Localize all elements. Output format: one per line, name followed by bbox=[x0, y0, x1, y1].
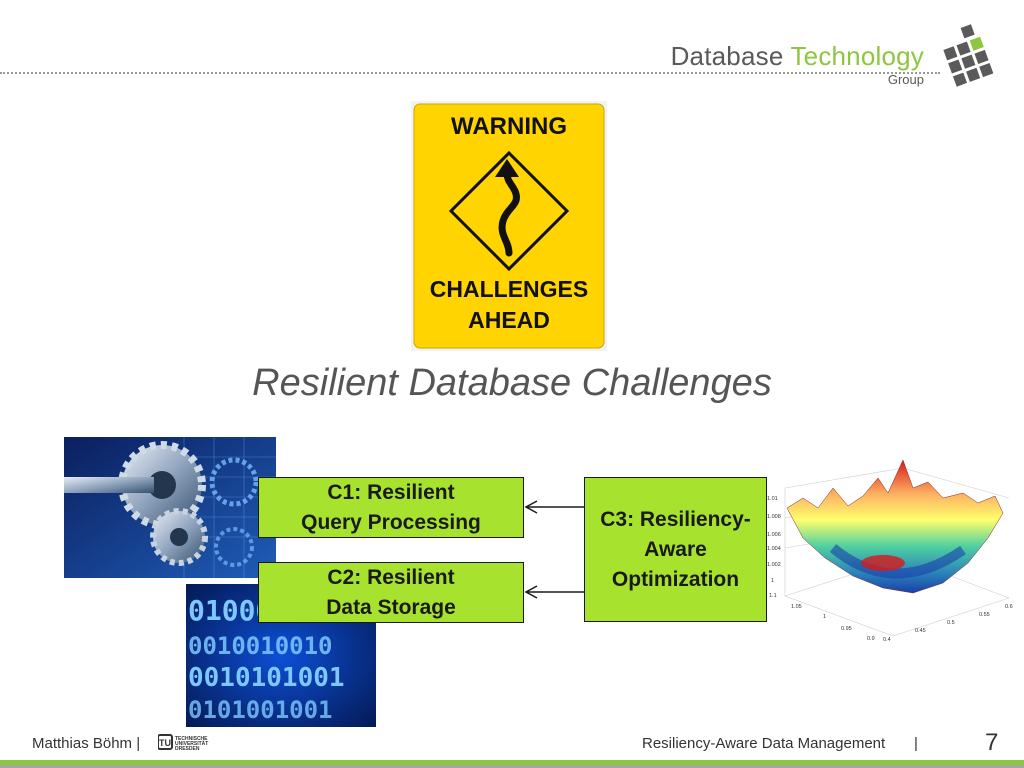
c3-line2: Aware bbox=[644, 537, 707, 561]
z-tick-3: 1.006 bbox=[767, 532, 781, 538]
warning-sign-image: WARNING CHALLENGES AHEAD bbox=[411, 101, 607, 351]
warning-line1-text: CHALLENGES bbox=[430, 276, 588, 302]
challenge-box-c2: C2: Resilient Data Storage bbox=[258, 562, 524, 623]
c3-line3: Optimization bbox=[611, 567, 740, 591]
footer-bar bbox=[0, 760, 1024, 768]
y-tick-2: 0.45 bbox=[915, 628, 926, 634]
c3-line1: C3: Resiliency- bbox=[600, 507, 751, 531]
x-tick-1: 1.05 bbox=[791, 604, 802, 610]
logo-database-word: Database bbox=[670, 41, 784, 71]
z-tick-2: 1.008 bbox=[767, 514, 781, 520]
x-tick-3: 0.95 bbox=[841, 626, 852, 632]
slide-title: Resilient Database Challenges bbox=[252, 362, 772, 404]
y-tick-3: 0.5 bbox=[947, 620, 955, 626]
y-tick-5: 0.6 bbox=[1005, 604, 1013, 610]
logo-technology-word: Technology bbox=[790, 41, 924, 71]
challenge-box-c1: C1: Resilient Query Processing bbox=[258, 477, 524, 538]
tu-dresden-logo-icon: TU TECHNISCHE UNIVERSITÄT DRESDEN bbox=[158, 734, 208, 752]
svg-text:TU: TU bbox=[159, 738, 171, 748]
c2-line1: C2: Resilient bbox=[327, 565, 455, 589]
tu-line1: TECHNISCHE bbox=[175, 736, 208, 742]
c1-line1: C1: Resilient bbox=[327, 480, 455, 504]
surface-plot-image: 1.01 1.008 1.006 1.004 1.002 1 1.1 1.05 … bbox=[767, 459, 1013, 643]
binary-row-3: 0010101001 bbox=[188, 663, 345, 693]
warning-top-text: WARNING bbox=[451, 113, 567, 140]
brand-logo-text: Database Technology Group bbox=[671, 42, 924, 87]
arrowhead-c2 bbox=[524, 585, 538, 599]
footer-author: Matthias Böhm | bbox=[32, 735, 141, 752]
warning-line2-text: AHEAD bbox=[468, 307, 550, 333]
footer-separator: | bbox=[914, 735, 918, 752]
grid-logo-icon bbox=[943, 24, 994, 87]
z-tick-5: 1.002 bbox=[767, 562, 781, 568]
z-tick-4: 1.004 bbox=[767, 546, 781, 552]
z-tick-7: 1.1 bbox=[769, 593, 777, 599]
c2-line2: Data Storage bbox=[326, 595, 456, 619]
x-tick-4: 0.9 bbox=[867, 636, 875, 642]
binary-row-4: 0101001001 bbox=[188, 696, 333, 724]
gears-image bbox=[64, 437, 276, 578]
tu-line2: UNIVERSITÄT bbox=[175, 740, 208, 747]
x-tick-2: 1 bbox=[823, 614, 826, 620]
z-tick-6: 1 bbox=[771, 578, 774, 584]
tu-line3: DRESDEN bbox=[175, 746, 200, 752]
header-divider bbox=[0, 72, 940, 74]
c1-line2: Query Processing bbox=[301, 510, 481, 534]
z-tick-1: 1.01 bbox=[767, 496, 778, 502]
y-tick-1: 0.4 bbox=[883, 637, 891, 643]
footer-talk-title: Resiliency-Aware Data Management bbox=[642, 735, 886, 752]
challenge-box-c3: C3: Resiliency- Aware Optimization bbox=[584, 477, 767, 622]
logo-group-word: Group bbox=[887, 72, 924, 87]
page-number: 7 bbox=[985, 729, 999, 756]
binary-row-2: 0010010010 bbox=[188, 632, 333, 660]
y-tick-4: 0.55 bbox=[979, 612, 990, 618]
arrowhead-c1 bbox=[524, 500, 538, 514]
